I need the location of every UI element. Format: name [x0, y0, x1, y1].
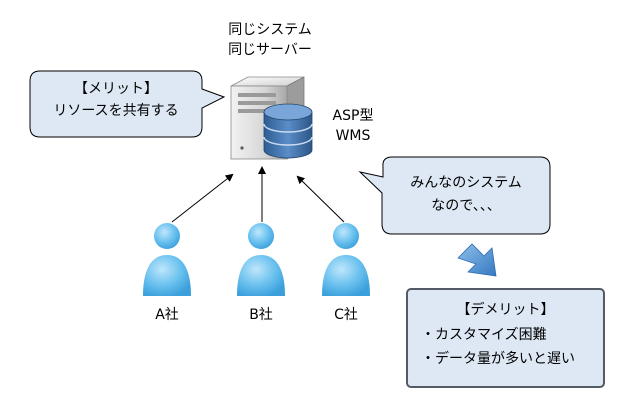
arrow-c-to-server: [296, 175, 345, 223]
server-label-line1: 同じシステム: [228, 22, 312, 38]
db-label-line1: ASP型: [332, 108, 374, 124]
merit-title: 【メリット】: [74, 81, 158, 97]
server-label-line2: 同じサーバー: [228, 42, 312, 58]
merit-body: リソースを共有する: [53, 103, 179, 119]
demerit-box: [406, 288, 605, 388]
company-a-label: A社: [155, 307, 179, 323]
company-b-label: B社: [249, 307, 273, 323]
demerit-item-2: ・データ量が多いと遅い: [421, 351, 575, 367]
db-label-line2: WMS: [335, 128, 371, 144]
demerit-title: 【デメリット】: [456, 302, 555, 318]
merit-callout-bubble: [29, 70, 226, 138]
demerit-item-1: ・カスタマイズ困難: [421, 327, 547, 343]
company-c-label: C社: [334, 307, 358, 323]
database-icon: [263, 103, 313, 159]
thought-line2: なので、、、: [431, 198, 501, 214]
arrow-a-to-server: [171, 173, 234, 223]
thought-callout-bubble: [358, 156, 551, 235]
person-c-icon: [322, 223, 370, 296]
down-arrow-icon: [457, 243, 497, 277]
thought-line1: みんなのシステム: [410, 175, 522, 191]
person-b-icon: [237, 223, 285, 296]
person-a-icon: [143, 223, 191, 296]
